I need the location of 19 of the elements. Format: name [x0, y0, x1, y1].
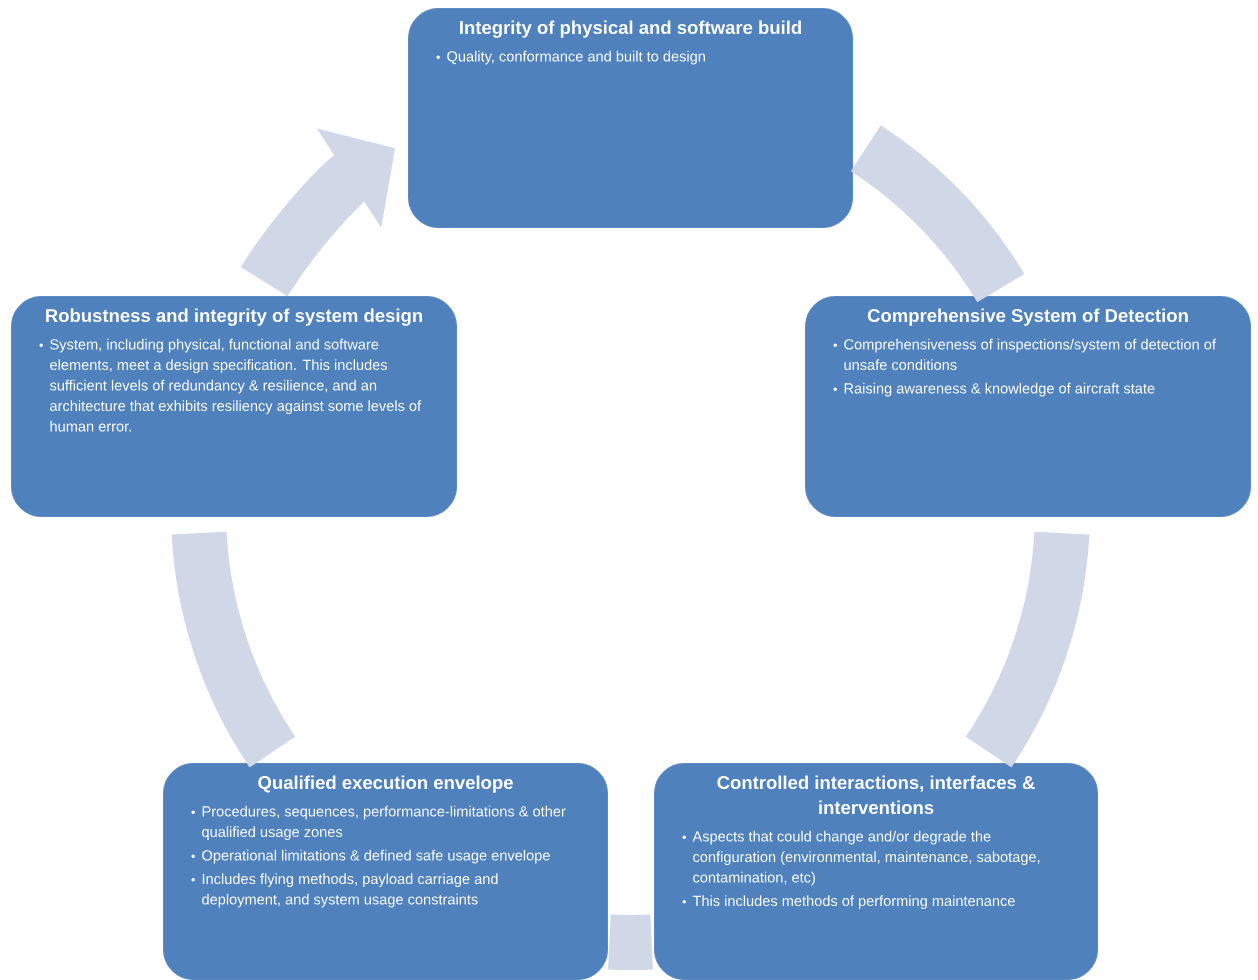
bullet-item: This includes methods of performing maintenance: [682, 895, 1015, 909]
bullet-item: Includes flying methods, payload carriage and deployment, and system usage constraints: [191, 873, 498, 908]
box-heading: Comprehensive System of Detection: [867, 308, 1188, 326]
bullet-item: Comprehensiveness of inspections/system of detection of unsafe conditions: [833, 338, 1216, 371]
bullet-item: Raising awareness & knowledge of aircraft state: [833, 382, 1155, 397]
process-box: [408, 8, 853, 228]
process-box: [805, 296, 1251, 517]
bullet-item: Quality, conformance and built to design: [436, 50, 705, 65]
box-heading: Integrity of physical and software build: [460, 20, 801, 38]
bullet-item: Procedures, sequences, performance-limitations & other qualified usage zones: [191, 805, 566, 840]
bullet-item: System, including physical, functional and software elements, meet a design specification. This includes sufficient levels of redundancy & resilience, and an architecture that exhibits resiliency against some levels of human error.: [39, 338, 422, 432]
box-heading: Robustness and integrity of system design: [46, 308, 422, 326]
process-box: [654, 763, 1098, 980]
box-heading: Controlled interactions, interfaces & interventions: [717, 775, 1035, 815]
bullet-item: Operational limitations & defined safe usage envelope: [191, 849, 550, 864]
process-box: [163, 763, 608, 980]
process-box: [11, 296, 457, 517]
bullet-item: Aspects that could change and/or degrade the configuration (environmental, maintenance, sabotage, contamination, etc): [682, 830, 1040, 886]
box-heading: Qualified execution envelope: [258, 775, 513, 793]
